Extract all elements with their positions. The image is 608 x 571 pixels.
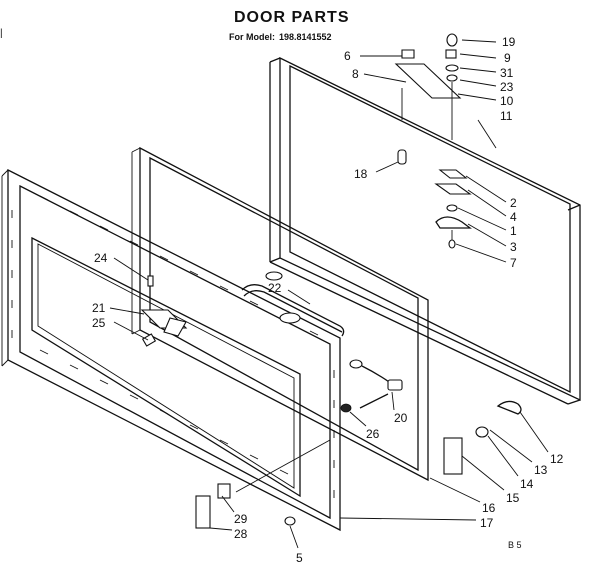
callout-23: 23 <box>500 80 514 94</box>
latch-rod <box>241 271 345 337</box>
model-label: For Model: <box>229 32 275 42</box>
callout-1: 1 <box>510 224 517 238</box>
callout-2: 2 <box>510 196 517 210</box>
callout-4: 4 <box>510 210 517 224</box>
callout-24: 24 <box>94 251 108 265</box>
callout-5: 5 <box>296 551 303 565</box>
callout-13: 13 <box>534 463 548 477</box>
model-line: For Model: 198.8141552 <box>229 32 336 42</box>
interlock-switch <box>340 359 403 413</box>
callout-22: 22 <box>268 281 282 295</box>
door-handle-parts <box>140 275 188 347</box>
callout-leaders <box>109 39 549 549</box>
callout-14: 14 <box>520 477 534 491</box>
lower-hinge-parts <box>434 169 472 249</box>
callout-6: 6 <box>344 49 351 63</box>
callout-25: 25 <box>92 316 106 330</box>
callout-20: 20 <box>394 411 408 425</box>
drawing-code: B 5 <box>508 540 522 550</box>
edge-mark: | <box>0 28 3 39</box>
callout-21: 21 <box>92 301 106 315</box>
outer-door-panel <box>269 56 581 405</box>
bottom-hinge-parts <box>443 400 522 475</box>
callout-7: 7 <box>510 256 517 270</box>
callout-18: 18 <box>354 167 368 181</box>
callout-9: 9 <box>504 51 511 65</box>
inner-door-frame <box>1 168 341 532</box>
callout-17: 17 <box>480 516 494 530</box>
diagram-title: DOOR PARTS <box>234 9 350 26</box>
callout-11: 11 <box>500 109 513 123</box>
callout-28: 28 <box>234 527 248 541</box>
upper-hinge-parts <box>394 33 462 165</box>
callout-19: 19 <box>502 35 516 49</box>
model-number: 198.8141552 <box>279 32 332 42</box>
callout-3: 3 <box>510 240 517 254</box>
callout-10: 10 <box>500 94 514 108</box>
callout-labels: 19 9 31 23 10 11 6 8 18 2 4 1 3 7 24 21 … <box>92 35 564 565</box>
callout-31: 31 <box>500 66 514 80</box>
callout-15: 15 <box>506 491 520 505</box>
callout-8: 8 <box>352 67 359 81</box>
callout-26: 26 <box>366 427 380 441</box>
callout-29: 29 <box>234 512 248 526</box>
callout-12: 12 <box>550 452 564 466</box>
callout-16: 16 <box>482 501 496 515</box>
